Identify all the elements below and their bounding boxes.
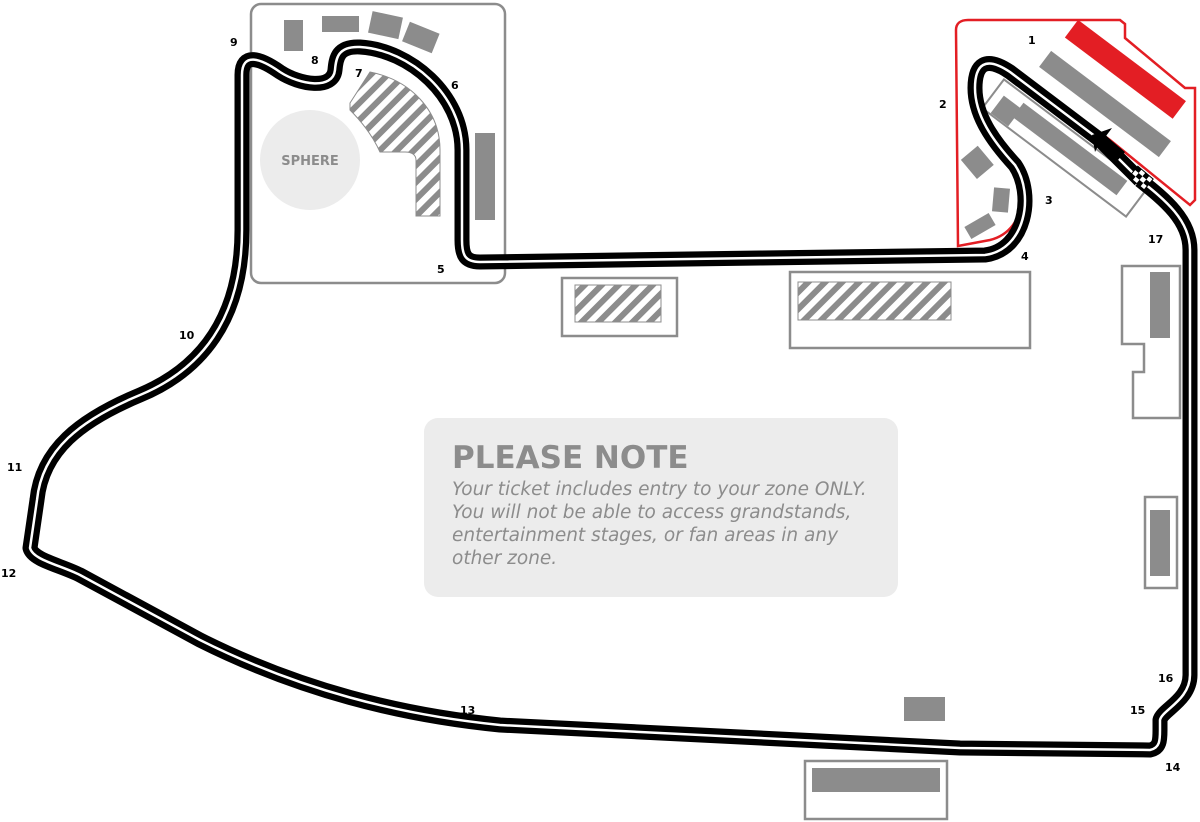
note-title: PLEASE NOTE [452, 440, 689, 476]
zone-outline[interactable] [560, 276, 679, 338]
grandstand[interactable] [475, 133, 495, 220]
turn-label: 5 [437, 263, 445, 276]
note-body: Your ticket includes entry to your zone … [452, 479, 867, 569]
race-track [22, 39, 1198, 758]
turn-label: 17 [1148, 233, 1163, 246]
grandstand[interactable] [1150, 272, 1170, 338]
zone-sphere-outline[interactable] [249, 2, 507, 285]
turn-label: 8 [311, 54, 319, 67]
turn-label: 3 [1045, 194, 1053, 207]
turn-label: 14 [1165, 761, 1181, 774]
sphere-label: SPHERE [281, 154, 339, 169]
fan-area-hatched[interactable] [797, 281, 952, 321]
grandstand[interactable] [991, 187, 1011, 213]
zone-outline[interactable] [788, 270, 1032, 350]
grandstand-highlighted[interactable] [1064, 19, 1186, 119]
grandstand[interactable] [322, 16, 359, 32]
turn-label: 9 [230, 36, 238, 49]
start-finish-checkered-flag-icon [1128, 165, 1154, 191]
grandstand[interactable] [402, 21, 440, 54]
grandstand[interactable] [284, 20, 303, 51]
zone-outline[interactable] [803, 759, 949, 821]
direction-arrow-icon [1092, 128, 1125, 160]
zone-outline[interactable] [1120, 264, 1182, 420]
grandstand[interactable] [1150, 510, 1170, 576]
turn-label: 16 [1158, 672, 1174, 685]
turn-label: 4 [1021, 250, 1029, 263]
grandstand[interactable] [1039, 50, 1171, 158]
please-note-panel: PLEASE NOTE Your ticket includes entry t… [424, 418, 898, 597]
turn-label: 11 [7, 461, 22, 474]
fan-area-hatched[interactable] [349, 71, 441, 217]
turn-label: 2 [939, 98, 947, 111]
turn-label: 15 [1130, 704, 1145, 717]
grandstand[interactable] [960, 145, 994, 180]
turn-label: 13 [460, 704, 475, 717]
grandstand[interactable] [904, 697, 945, 721]
turn-label: 6 [451, 79, 459, 92]
zone-outline[interactable] [1143, 495, 1179, 590]
turn-label: 7 [355, 67, 363, 80]
grandstand[interactable] [990, 95, 1022, 127]
grandstand[interactable] [1012, 102, 1128, 196]
turn-label: 1 [1028, 34, 1036, 47]
grandstand[interactable] [812, 768, 940, 792]
grandstand[interactable] [964, 212, 996, 240]
zone-outline[interactable] [980, 78, 1150, 218]
sphere-landmark [260, 110, 360, 210]
turn-label: 10 [179, 329, 195, 342]
fan-area-hatched[interactable] [574, 284, 662, 323]
grandstand[interactable] [368, 11, 403, 40]
turn-label: 12 [1, 567, 16, 580]
